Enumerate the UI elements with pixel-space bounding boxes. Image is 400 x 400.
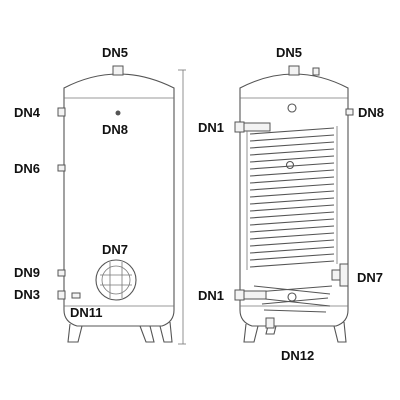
right-label-dn7: DN7 bbox=[357, 270, 383, 285]
left-tank-leg-mid bbox=[139, 325, 155, 343]
left-dn9-nozzle bbox=[57, 269, 66, 277]
right-tank: DN5 DN1 DN8 DN7 DN1 DN12 bbox=[198, 45, 384, 363]
right-label-dn5: DN5 bbox=[276, 45, 302, 60]
left-label-dn7: DN7 bbox=[102, 242, 128, 257]
left-tank-leg-right bbox=[159, 321, 173, 343]
right-dn7-flange-plate bbox=[331, 269, 341, 281]
right-top-small-nozzle bbox=[312, 67, 320, 76]
right-heat-coil bbox=[246, 126, 338, 270]
right-top-inspection-port bbox=[287, 103, 297, 113]
right-tank-leg-left bbox=[243, 323, 259, 343]
right-dn1-top-nozzle bbox=[234, 121, 245, 133]
left-dn3-nozzle bbox=[57, 290, 66, 300]
right-label-dn1-bottom: DN1 bbox=[198, 288, 224, 303]
left-label-dn4: DN4 bbox=[14, 105, 41, 120]
right-label-dn1-top: DN1 bbox=[198, 120, 224, 135]
right-tank-leg-mid bbox=[265, 325, 277, 335]
left-dn11-nozzle bbox=[71, 292, 81, 299]
left-label-dn8: DN8 bbox=[102, 122, 128, 137]
right-dn8-nozzle bbox=[345, 108, 354, 116]
right-dn1-top-flange bbox=[243, 122, 271, 132]
right-dn1-bottom-flange bbox=[243, 290, 267, 300]
left-dn7-manhole bbox=[95, 259, 137, 301]
left-dn6-nozzle bbox=[57, 164, 66, 172]
right-lower-coil bbox=[253, 285, 333, 313]
left-label-dn9: DN9 bbox=[14, 265, 40, 280]
right-dn12-nozzle bbox=[265, 317, 275, 329]
left-label-dn3: DN3 bbox=[14, 287, 40, 302]
right-lower-port bbox=[287, 292, 297, 302]
left-label-dn11: DN11 bbox=[70, 305, 103, 320]
right-tank-leg-right bbox=[333, 321, 347, 343]
right-dn7-flange bbox=[339, 263, 349, 287]
right-dn5-nozzle bbox=[288, 65, 300, 76]
left-dn4-nozzle bbox=[57, 107, 66, 117]
left-dn8-port bbox=[115, 110, 121, 116]
left-label-dn6: DN6 bbox=[14, 161, 40, 176]
right-label-dn12: DN12 bbox=[281, 348, 314, 363]
left-tank: DN5 DN4 DN8 DN6 DN7 DN9 DN3 DN11 bbox=[14, 45, 186, 345]
right-dn1-bottom-nozzle bbox=[234, 289, 245, 301]
left-label-dn5: DN5 bbox=[102, 45, 128, 60]
right-coil-sensor bbox=[285, 160, 295, 170]
left-tank-leg-left bbox=[67, 323, 83, 343]
right-label-dn8: DN8 bbox=[358, 105, 384, 120]
left-dn5-nozzle bbox=[112, 65, 124, 76]
